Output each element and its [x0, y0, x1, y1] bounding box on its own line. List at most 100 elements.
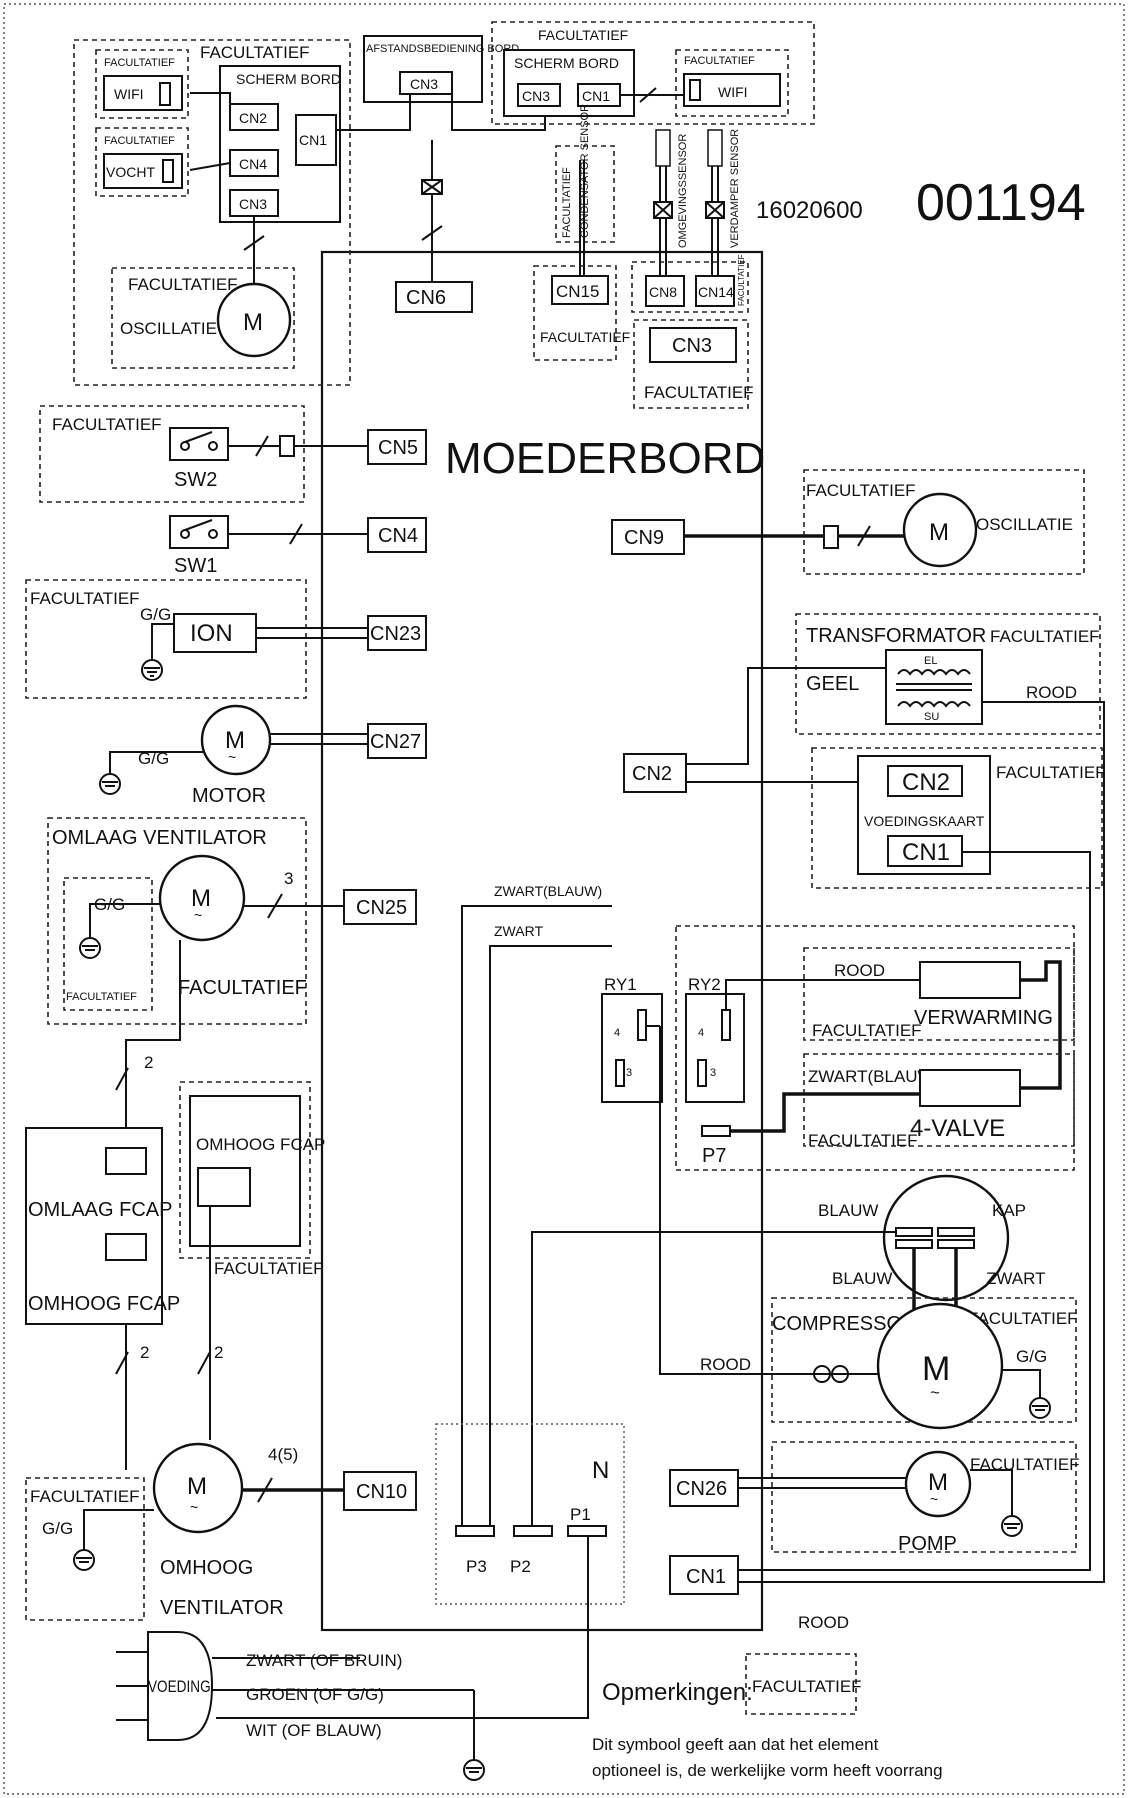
wifi-plug-icon [159, 82, 171, 106]
cn1-label: CN1 [299, 132, 327, 148]
remarks-optional-symbol [745, 1653, 857, 1715]
optional-oscillation-box [111, 267, 295, 369]
optional-label: FACULTATIEF [540, 329, 630, 345]
ground-icon [1001, 1515, 1023, 1537]
sw2-label: SW2 [174, 469, 217, 491]
wire-black [489, 945, 612, 1526]
ground-icon [463, 1759, 485, 1781]
relay-pin: 4 [698, 1027, 704, 1039]
wifi-label: WIFI [718, 84, 748, 100]
cn23-label: CN23 [370, 623, 421, 645]
optional-screen-right-area [491, 21, 815, 125]
wire-motor-ground [109, 751, 204, 774]
wire-slash [267, 893, 283, 919]
transformer-icon [885, 649, 983, 725]
connector-cn10 [343, 1471, 417, 1511]
optional-powercard-box [811, 747, 1103, 889]
optional-label: FACULTATIEF [128, 275, 238, 294]
optional-wifi-right-box [675, 49, 789, 117]
terminal-p3 [455, 1525, 495, 1537]
optional-down-fan-box [47, 817, 307, 1025]
cn1-label: CN1 [582, 88, 610, 104]
optional-label: FACULTATIEF [178, 977, 307, 999]
motherboard-label: MOEDERBORD [445, 434, 765, 483]
switch-lever [184, 519, 213, 531]
cn3-label: CN3 [410, 76, 438, 92]
optional-cn3-box [633, 319, 749, 409]
connector-cn1-screen [295, 114, 337, 166]
gg-label: G/G [42, 1519, 73, 1538]
connector-p7 [701, 1125, 731, 1137]
optional-heating-box [803, 947, 1075, 1041]
wire-p7-valve [730, 1092, 920, 1133]
up-fan-motor-icon [152, 1442, 244, 1534]
switch-lever [184, 431, 213, 443]
blue-label: BLAUW [832, 1269, 892, 1288]
ground-icon [1029, 1397, 1051, 1419]
wire-slash [857, 525, 871, 547]
transformer-label: TRANSFORMATOR [806, 625, 986, 647]
plug-icon [279, 435, 295, 457]
motor-icon [200, 704, 272, 776]
wire-transformer-red [738, 701, 1105, 1583]
motor-m: M [191, 885, 211, 912]
capacitor-terminal [937, 1227, 975, 1237]
cn3-label: CN3 [672, 335, 712, 357]
optional-oscillation-right-box [803, 469, 1085, 575]
wire-count-45: 4(5) [268, 1445, 298, 1464]
cn8-label: CN8 [649, 284, 677, 300]
heater-element [919, 961, 1021, 999]
cn3-label: CN3 [522, 88, 550, 104]
down-fan-label: OMLAAG VENTILATOR [52, 827, 267, 849]
capacitor-terminal [895, 1227, 933, 1237]
compressor-motor-icon [876, 1302, 1004, 1430]
optional-down-fan-ground-box [63, 877, 153, 1011]
ion-label: ION [190, 620, 233, 647]
pump-label: POMP [898, 1533, 957, 1555]
cn27-label: CN27 [370, 731, 421, 753]
motor-tilde: ~ [228, 749, 236, 765]
wire-p1-power [216, 1536, 589, 1719]
down-fcap-capacitor [105, 1147, 147, 1175]
ambient-sensor-label: OMGEVINGSSENSOR [677, 134, 689, 248]
motor-tilde: ~ [190, 1499, 198, 1515]
yellow-label: GEEL [806, 673, 859, 695]
wire-wifi-cn2 [190, 92, 231, 117]
connector-cn1 [669, 1555, 739, 1595]
wire-up-fan-ground [83, 1509, 154, 1550]
ground-icon [141, 659, 163, 681]
oscillation-motor-icon [216, 282, 292, 358]
motor-m: M [225, 727, 245, 754]
cn14-label: CN14 [698, 284, 734, 300]
sw1-label: SW1 [174, 555, 217, 577]
compressor-label: COMPRESSOR [772, 1313, 916, 1335]
cn2-label: CN2 [239, 110, 267, 126]
wire-powercard-cn1 [738, 851, 1091, 1571]
four-way-valve [919, 1069, 1021, 1107]
wire-white-label: WIT (OF BLAUW) [246, 1721, 382, 1740]
optional-cn15-box [533, 265, 617, 361]
optional-label: FACULTATIEF [200, 43, 310, 62]
optional-transformer-box [795, 613, 1101, 735]
cn6-label: CN6 [406, 287, 446, 309]
motor-label: MOTOR [192, 785, 266, 807]
connector-cn5 [367, 429, 427, 465]
capacitor-terminal [895, 1239, 933, 1249]
sensor-probe-icon [707, 129, 723, 167]
transformer-coil [897, 701, 971, 708]
optional-label: FACULTATIEF [538, 27, 628, 43]
optional-label: FACULTATIEF [104, 57, 175, 69]
note-line2: optioneel is, de werkelijke vorm heeft v… [592, 1761, 943, 1780]
p3-label: P3 [466, 1557, 487, 1576]
wire-black-blue [461, 905, 612, 1526]
relay-area [675, 925, 1075, 1171]
connector-cn8 [645, 275, 685, 307]
wire-slash [243, 235, 265, 251]
relay-pin: 3 [710, 1067, 716, 1079]
wire-screen-remote [336, 94, 411, 131]
black-blue-label: ZWART(BLAUW) [494, 883, 602, 899]
connector-cn6 [395, 281, 473, 313]
wire-slash [115, 1067, 129, 1091]
oscillation-motor-icon [902, 492, 978, 568]
cn5-label: CN5 [378, 437, 418, 459]
